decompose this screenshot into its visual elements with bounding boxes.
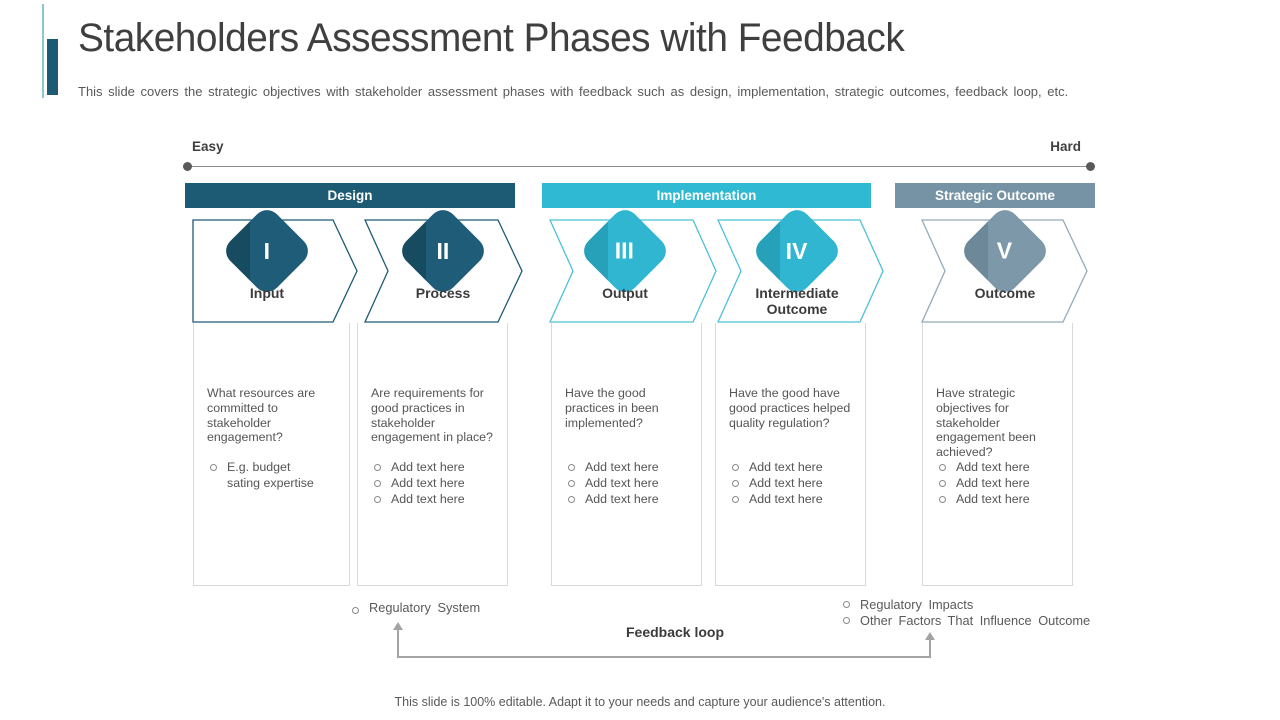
bullet-circle-icon bbox=[843, 617, 850, 624]
regulatory-impacts-note: Regulatory Impacts bbox=[860, 597, 974, 612]
phase-question: Have the good have good practices helped… bbox=[729, 386, 851, 430]
list-item: Add text here bbox=[936, 491, 1070, 507]
feedback-loop-label: Feedback loop bbox=[625, 624, 725, 640]
scale-line bbox=[187, 166, 1091, 167]
bullet-text: E.g. budget sating expertise bbox=[227, 460, 314, 490]
bullet-text: Add text here bbox=[749, 476, 823, 490]
bullet-circle-icon bbox=[568, 480, 575, 487]
phase-label-outcome: Outcome bbox=[974, 285, 1036, 301]
bullet-text: Add text here bbox=[391, 476, 465, 490]
regulatory-system-note: Regulatory System bbox=[369, 600, 481, 615]
bullet-circle-icon bbox=[939, 480, 946, 487]
bullet-circle-icon bbox=[374, 496, 381, 503]
numeral-3: III bbox=[615, 237, 635, 264]
bullet-circle-icon bbox=[568, 464, 575, 471]
list-item: Add text here bbox=[936, 459, 1070, 475]
phase-label-output: Output bbox=[602, 285, 648, 301]
phase-question: What resources are committed to stakehol… bbox=[207, 386, 316, 445]
scale-hard-label: Hard bbox=[1050, 139, 1081, 154]
scale-dot-right-icon bbox=[1086, 162, 1095, 171]
phase-column-1: What resources are committed to stakehol… bbox=[193, 323, 350, 586]
phase-question: Are requirements for good practices in s… bbox=[371, 386, 493, 445]
scale-easy-label: Easy bbox=[192, 139, 224, 154]
group-bar-strategic-outcome: Strategic Outcome bbox=[895, 183, 1095, 208]
list-item: Add text here bbox=[729, 475, 863, 491]
bullet-text: Add text here bbox=[956, 476, 1030, 490]
group-bar-design: Design bbox=[185, 183, 515, 208]
bullet-circle-icon bbox=[939, 496, 946, 503]
phase-bullets: Add text here Add text here Add text her… bbox=[936, 459, 1070, 507]
phase-column-3: Have the good practices in been implemen… bbox=[551, 323, 702, 586]
phase-label-intermediate-outcome: Intermediate Outcome bbox=[755, 285, 839, 317]
other-factors-note: Other Factors That Influence Outcome bbox=[860, 613, 1091, 628]
list-item: Add text here bbox=[565, 459, 699, 475]
bullet-text: Add text here bbox=[585, 492, 659, 506]
bullet-text: Add text here bbox=[585, 476, 659, 490]
phase-bullets: Add text here Add text here Add text her… bbox=[565, 459, 699, 507]
phase-column-2: Are requirements for good practices in s… bbox=[357, 323, 508, 586]
list-item: Add text here bbox=[729, 459, 863, 475]
bullet-circle-icon bbox=[568, 496, 575, 503]
bullet-text: Add text here bbox=[391, 492, 465, 506]
slide-subtitle: This slide covers the strategic objectiv… bbox=[78, 84, 1069, 99]
numeral-4: IV bbox=[786, 237, 808, 264]
bullet-circle-icon bbox=[352, 607, 359, 614]
list-item: Add text here bbox=[565, 491, 699, 507]
feedback-bracket-left bbox=[397, 629, 399, 657]
bullet-circle-icon bbox=[843, 601, 850, 608]
phase-bullets: E.g. budget sating expertise bbox=[207, 459, 347, 491]
phase-column-4: Have the good have good practices helped… bbox=[715, 323, 866, 586]
list-item: E.g. budget sating expertise bbox=[207, 459, 347, 491]
bullet-circle-icon bbox=[732, 496, 739, 503]
bullet-text: Add text here bbox=[956, 492, 1030, 506]
bullet-text: Add text here bbox=[391, 460, 465, 474]
feedback-bracket-right bbox=[929, 639, 931, 657]
bullet-circle-icon bbox=[732, 464, 739, 471]
accent-thin-line bbox=[42, 4, 44, 98]
phase-question: Have the good practices in been implemen… bbox=[565, 386, 659, 430]
page-title: Stakeholders Assessment Phases with Feed… bbox=[78, 16, 905, 60]
phase-question: Have strategic objectives for stakeholde… bbox=[936, 386, 1036, 460]
phase-column-5: Have strategic objectives for stakeholde… bbox=[922, 323, 1073, 586]
bullet-text: Add text here bbox=[749, 492, 823, 506]
numeral-5: V bbox=[997, 237, 1013, 264]
phase-bullets: Add text here Add text here Add text her… bbox=[729, 459, 863, 507]
arrow-up-icon bbox=[393, 622, 403, 630]
bullet-text: Add text here bbox=[956, 460, 1030, 474]
accent-bar bbox=[47, 39, 58, 95]
list-item: Add text here bbox=[371, 491, 505, 507]
scale-dot-left-icon bbox=[183, 162, 192, 171]
list-item: Add text here bbox=[371, 475, 505, 491]
bullet-circle-icon bbox=[939, 464, 946, 471]
list-item: Add text here bbox=[371, 459, 505, 475]
bullet-circle-icon bbox=[374, 464, 381, 471]
list-item: Add text here bbox=[729, 491, 863, 507]
list-item: Add text here bbox=[936, 475, 1070, 491]
phase-label-process: Process bbox=[415, 285, 471, 301]
group-bar-implementation: Implementation bbox=[542, 183, 871, 208]
list-item: Add text here bbox=[565, 475, 699, 491]
bullet-text: Add text here bbox=[585, 460, 659, 474]
feedback-bracket-bottom bbox=[397, 656, 931, 658]
bullet-circle-icon bbox=[374, 480, 381, 487]
footer-note: This slide is 100% editable. Adapt it to… bbox=[394, 695, 886, 709]
arrow-up-icon bbox=[925, 632, 935, 640]
bullet-text: Add text here bbox=[749, 460, 823, 474]
phase-bullets: Add text here Add text here Add text her… bbox=[371, 459, 505, 507]
bullet-circle-icon bbox=[210, 464, 217, 471]
numeral-1: I bbox=[263, 237, 271, 264]
bullet-circle-icon bbox=[732, 480, 739, 487]
numeral-2: II bbox=[436, 237, 450, 264]
phase-label-input: Input bbox=[249, 285, 285, 301]
